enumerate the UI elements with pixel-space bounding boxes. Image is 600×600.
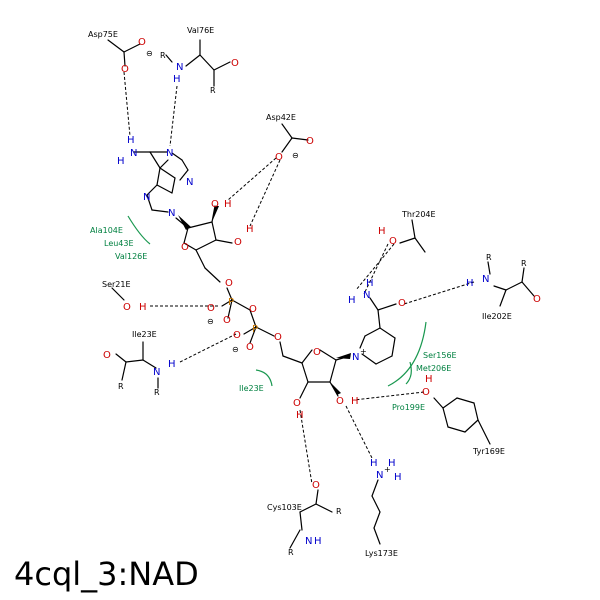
atom-h: H xyxy=(168,359,176,370)
atom-o: O xyxy=(533,294,541,305)
residue-label-asp42: Asp42E xyxy=(266,113,296,122)
atom-o: O xyxy=(123,302,131,313)
atom-o: O xyxy=(234,237,242,248)
r-group: R xyxy=(486,253,492,262)
hydrophobic-label-pro199: Pro199E xyxy=(392,403,425,412)
atom-p: P xyxy=(252,324,258,335)
atom-o: O xyxy=(246,342,254,353)
atom-o: O xyxy=(231,58,239,69)
r-group: R xyxy=(288,548,294,557)
atom-o: O xyxy=(293,398,301,409)
atom-h: H xyxy=(246,224,254,235)
atom-o: O xyxy=(313,347,321,358)
charge-plus: + xyxy=(384,465,391,474)
atom-n: N xyxy=(186,177,193,188)
atom-o: O xyxy=(306,136,314,147)
hydrophobic-label-leu43: Leu43E xyxy=(104,239,134,248)
hydrogen-bonds xyxy=(123,71,475,485)
hydrophobic-label-met206: Met206E xyxy=(416,364,451,373)
ligand-bonds xyxy=(133,151,397,399)
atom-o: O xyxy=(181,242,189,253)
hydrophobic-label-ser156: Ser156E xyxy=(423,351,457,360)
residue-label-tyr169: Tyr169E xyxy=(472,447,505,456)
atom-o: O xyxy=(249,304,257,315)
atom-o: O xyxy=(233,330,241,341)
atom-h: H xyxy=(117,156,125,167)
residue-label-val76: Val76E xyxy=(187,26,214,35)
atom-o: O xyxy=(389,236,397,247)
atom-o: O xyxy=(398,298,406,309)
r-group: R xyxy=(118,382,124,391)
r-group: R xyxy=(210,86,216,95)
hydrophobic-label-ala104: Ala104E xyxy=(90,226,123,235)
atom-n: N xyxy=(176,62,183,73)
atom-h: H xyxy=(394,472,402,483)
atom-o: O xyxy=(211,199,219,210)
stereo-wedges xyxy=(178,206,351,395)
atom-o: O xyxy=(121,64,129,75)
atom-o: O xyxy=(312,480,320,491)
atom-h: H xyxy=(127,135,135,146)
residue-labels: Asp75E Val76E Asp42E Thr204E Ser21E Ile2… xyxy=(88,26,512,558)
r-group: R xyxy=(160,51,166,60)
atom-h: H xyxy=(173,74,181,85)
ligand-title: 4cql_3:NAD xyxy=(14,555,199,593)
hydrophobic-label-ile23: Ile23E xyxy=(239,384,264,393)
atom-h: H xyxy=(378,226,386,237)
atom-labels: O ⊖ O H N H N N N N R N H O R O ⊖ O O H … xyxy=(103,37,541,557)
residue-bonds xyxy=(107,39,535,549)
atom-h: H xyxy=(351,396,359,407)
atom-n: N xyxy=(168,208,175,219)
atom-h: H xyxy=(425,374,433,385)
charge-minus: ⊖ xyxy=(146,49,153,58)
atom-o: O xyxy=(103,350,111,361)
residue-label-lys173: Lys173E xyxy=(365,549,398,558)
atom-h: H xyxy=(388,458,396,469)
atom-o: O xyxy=(422,387,430,398)
atom-n: N xyxy=(143,192,150,203)
atom-o: O xyxy=(207,303,215,314)
atom-p: P xyxy=(228,297,234,308)
hydrophobic-contacts xyxy=(127,215,427,387)
atom-n: N xyxy=(305,536,312,547)
charge-minus: ⊖ xyxy=(292,151,299,160)
hydrophobic-labels: Ala104E Leu43E Val126E Ile23E Ser156E Me… xyxy=(90,226,457,412)
atom-h: H xyxy=(370,458,378,469)
residue-label-ser21: Ser21E xyxy=(102,280,131,289)
atom-h: H xyxy=(348,295,356,306)
atom-h: H xyxy=(366,278,374,289)
charge-minus: ⊖ xyxy=(232,345,239,354)
atom-o: O xyxy=(225,278,233,289)
atom-n: N xyxy=(352,352,359,363)
atom-o: O xyxy=(274,332,282,343)
atom-o: O xyxy=(223,315,231,326)
residue-label-thr204: Thr204E xyxy=(401,210,436,219)
r-group: R xyxy=(521,259,527,268)
atom-h: H xyxy=(139,302,147,313)
atom-n: N xyxy=(363,290,370,301)
atom-n: N xyxy=(482,274,489,285)
atom-n: N xyxy=(153,367,160,378)
charge-minus: ⊖ xyxy=(207,317,214,326)
atom-n: N xyxy=(376,470,383,481)
atom-h: H xyxy=(314,536,322,547)
atom-h: H xyxy=(296,410,304,421)
residue-label-cys103: Cys103E xyxy=(267,503,302,512)
residue-label-ile23: Ile23E xyxy=(132,330,157,339)
residue-label-ile202: Ile202E xyxy=(482,312,512,321)
r-group: R xyxy=(336,507,342,516)
atom-o: O xyxy=(336,396,344,407)
atom-o: O xyxy=(275,152,283,163)
atom-n: N xyxy=(130,148,137,159)
residue-label-asp75: Asp75E xyxy=(88,30,118,39)
atom-o: O xyxy=(138,37,146,48)
atom-h: H xyxy=(224,199,232,210)
charge-plus: + xyxy=(360,347,367,356)
atom-n: N xyxy=(166,148,173,159)
atom-h: H xyxy=(466,278,474,289)
r-group: R xyxy=(154,388,160,397)
hydrophobic-label-val126: Val126E xyxy=(115,252,147,261)
